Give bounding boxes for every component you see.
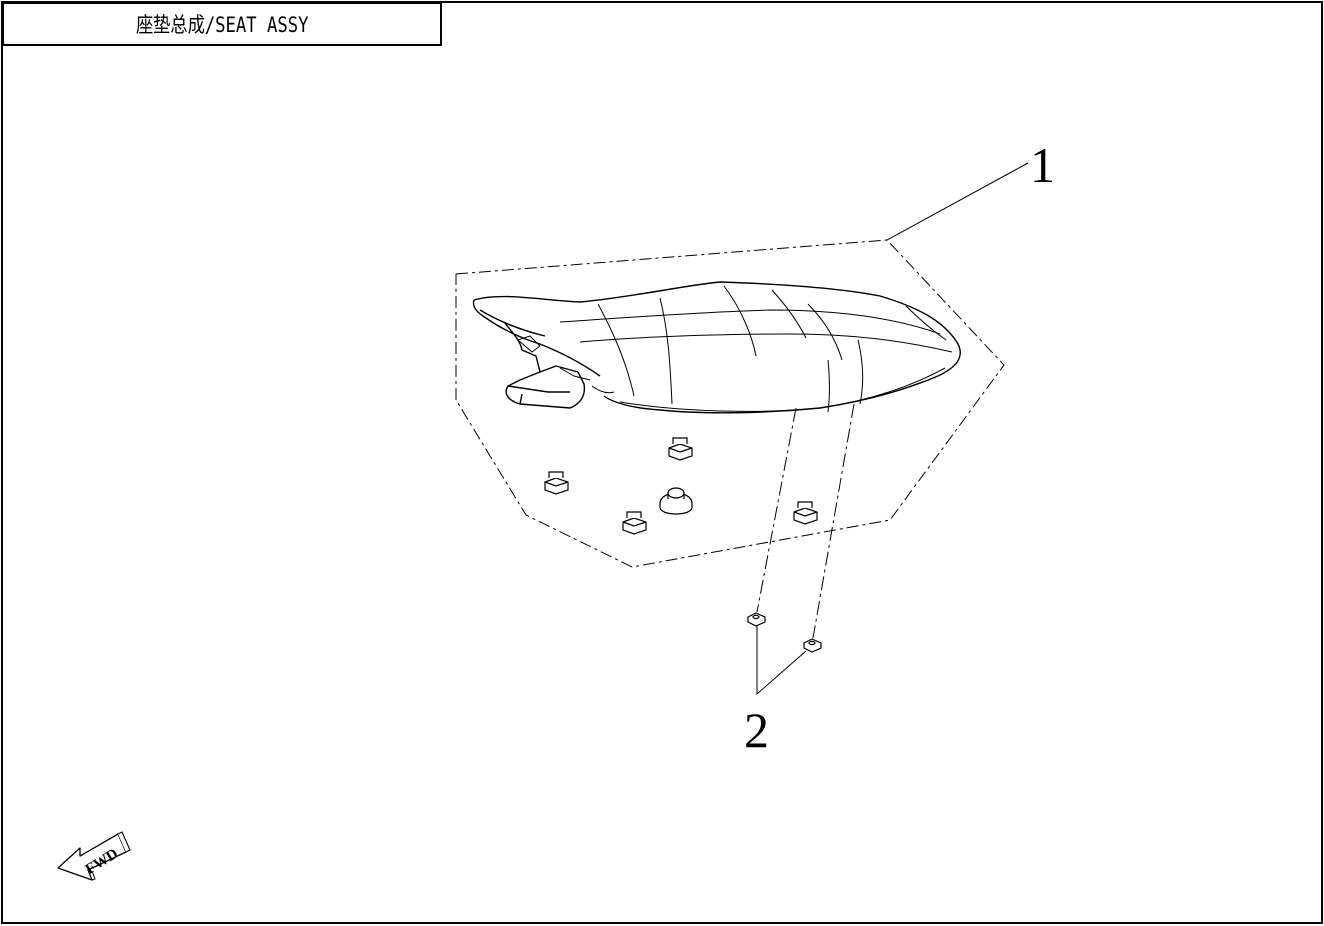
- assembly-boundary: [455, 239, 1005, 568]
- flange-nut-1: [747, 612, 766, 627]
- leader-line-2: [756, 626, 807, 696]
- flange-nuts: [747, 612, 822, 653]
- grommet-3: [622, 511, 647, 535]
- leader-line-1: [886, 162, 1029, 241]
- seat: [472, 281, 961, 414]
- grommet-1: [668, 437, 693, 461]
- fwd-arrow: FWD: [57, 831, 131, 881]
- grommet-4: [793, 501, 818, 525]
- grommet-2: [544, 471, 569, 495]
- title-block: 座垫总成/SEAT ASSY: [2, 2, 442, 46]
- rubber-bumper: [659, 487, 693, 515]
- page-title: 座垫总成/SEAT ASSY: [135, 13, 309, 37]
- seat-fasteners: [544, 437, 818, 535]
- mount-centerline-2: [812, 403, 855, 639]
- mount-centerline-1: [756, 407, 797, 613]
- flange-nut-2: [803, 638, 822, 653]
- callout-1: 1: [1030, 137, 1055, 193]
- callout-2: 2: [744, 702, 769, 758]
